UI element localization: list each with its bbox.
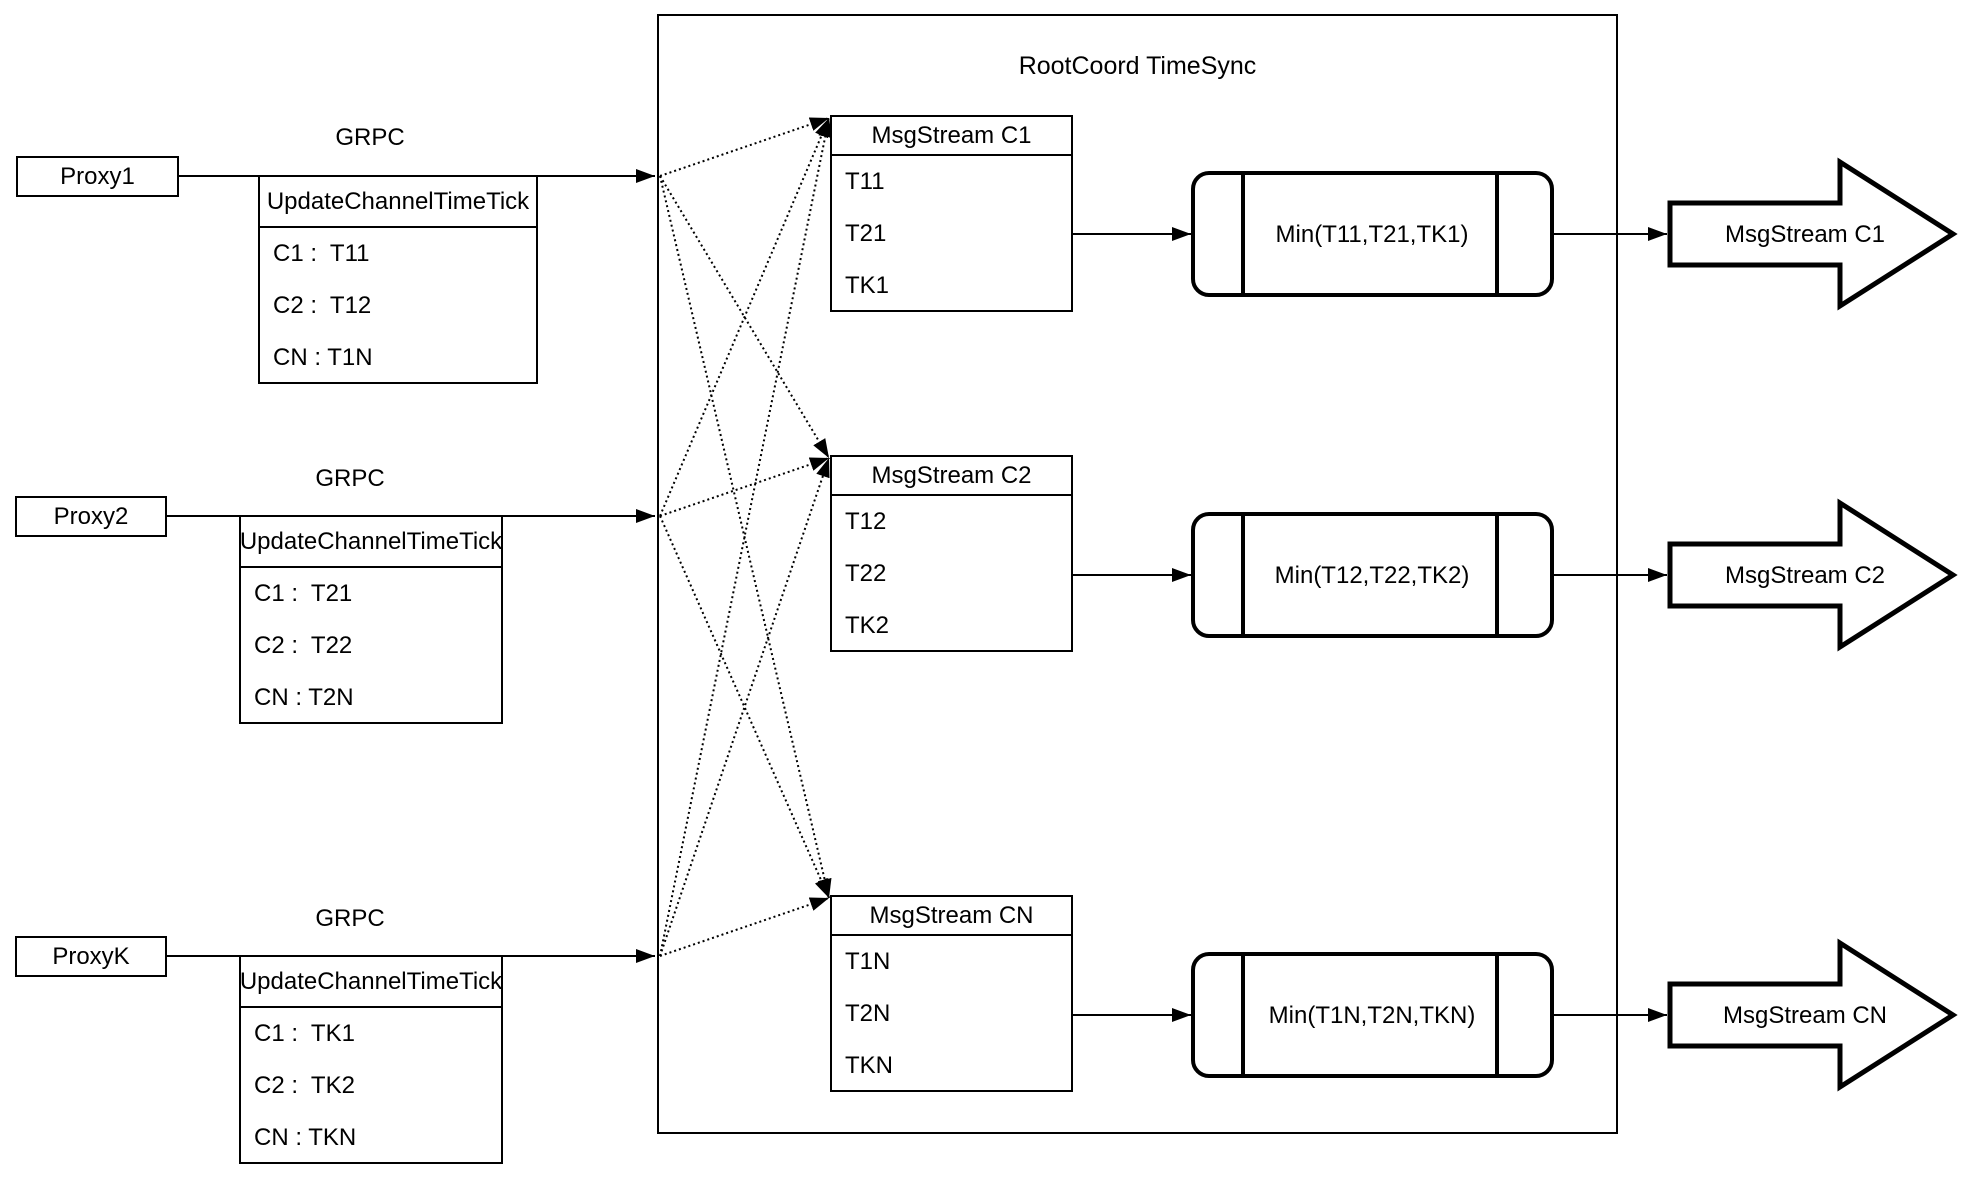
table-row: C2 : T12 bbox=[273, 292, 372, 319]
grpc-label-1: GRPC bbox=[335, 124, 405, 151]
min-label-c2: Min(T12,T22,TK2) bbox=[1274, 562, 1470, 589]
dotted-link-p2-c1 bbox=[659, 117, 830, 517]
table-row: T12 bbox=[845, 508, 887, 535]
table-to-min-lines bbox=[1073, 227, 1191, 1022]
proxy2-label: Proxy2 bbox=[53, 502, 129, 530]
msgstream-table-header: MsgStream C2 bbox=[832, 457, 1071, 496]
table-row: T22 bbox=[845, 560, 887, 587]
msgstream-table-header: MsgStream C1 bbox=[832, 117, 1071, 156]
table-row: CN : T2N bbox=[254, 684, 354, 711]
table-row: T21 bbox=[845, 220, 887, 247]
dotted-link-p1-cn bbox=[659, 175, 832, 899]
min-label-cn: Min(T1N,T2N,TKN) bbox=[1268, 1002, 1476, 1029]
min-box-cn bbox=[1191, 952, 1554, 1078]
update-table-proxy2: UpdateChannelTimeTick C1 : T21 C2 : T22 … bbox=[239, 515, 503, 724]
table-row: TKN bbox=[845, 1052, 893, 1079]
update-table-header: UpdateChannelTimeTick bbox=[240, 957, 502, 1008]
proxyk-label: ProxyK bbox=[52, 942, 130, 970]
table-row: T1N bbox=[845, 948, 891, 975]
table-row: TK2 bbox=[845, 612, 890, 639]
grpc-label-3: GRPC bbox=[315, 905, 385, 932]
dotted-links bbox=[659, 117, 833, 957]
dotted-link-p2-cn bbox=[659, 515, 830, 899]
table-row: T11 bbox=[845, 168, 885, 195]
table-row: T2N bbox=[845, 1000, 891, 1027]
dotted-link-pk-cn bbox=[659, 897, 830, 957]
proxy1-label: Proxy1 bbox=[60, 162, 135, 190]
dotted-link-p1-c1 bbox=[659, 117, 830, 177]
rootcoord-title: RootCoord TimeSync bbox=[1018, 52, 1257, 80]
grpc-label-2: GRPC bbox=[315, 465, 385, 492]
table-row: TK1 bbox=[845, 272, 890, 299]
min-box-c2 bbox=[1191, 512, 1554, 638]
min-label-c1: Min(T11,T21,TK1) bbox=[1275, 221, 1469, 248]
proxy2-box: Proxy2 bbox=[15, 496, 167, 537]
dotted-link-p2-c2 bbox=[659, 457, 830, 517]
proxyk-box: ProxyK bbox=[15, 936, 167, 977]
update-table-header: UpdateChannelTimeTick bbox=[240, 517, 502, 568]
msgstream-table-header: MsgStream CN bbox=[832, 897, 1071, 936]
table-row: C2 : TK2 bbox=[254, 1072, 355, 1099]
output-arrow-c2 bbox=[1667, 498, 1958, 652]
table-row: CN : T1N bbox=[273, 344, 373, 371]
msgstream-table-cn: MsgStream CN T1N T2N TKN bbox=[830, 895, 1073, 1092]
msgstream-table-c2: MsgStream C2 T12 T22 TK2 bbox=[830, 455, 1073, 652]
output-arrow-c1 bbox=[1667, 157, 1958, 311]
update-table-proxyk: UpdateChannelTimeTick C1 : TK1 C2 : TK2 … bbox=[239, 955, 503, 1164]
update-table-header: UpdateChannelTimeTick bbox=[260, 177, 536, 228]
msgstream-table-c1: MsgStream C1 T11 T21 TK1 bbox=[830, 115, 1073, 312]
output-arrow-label-cn: MsgStream CN bbox=[1722, 1002, 1888, 1029]
output-arrow-cn bbox=[1667, 938, 1958, 1092]
min-to-output-lines bbox=[1553, 227, 1667, 1022]
output-arrow-label-c2: MsgStream C2 bbox=[1724, 562, 1886, 589]
table-row: C2 : T22 bbox=[254, 632, 353, 659]
min-boxes bbox=[1191, 171, 1554, 1078]
table-row: C1 : T11 bbox=[273, 240, 370, 267]
table-row: C1 : TK1 bbox=[254, 1020, 355, 1047]
table-row: CN : TKN bbox=[254, 1124, 357, 1151]
min-box-c1 bbox=[1191, 171, 1554, 297]
output-arrow-label-c1: MsgStream C1 bbox=[1724, 221, 1886, 248]
grpc-lines bbox=[165, 169, 655, 963]
output-arrows bbox=[1667, 157, 1958, 1092]
table-row: C1 : T21 bbox=[254, 580, 353, 607]
